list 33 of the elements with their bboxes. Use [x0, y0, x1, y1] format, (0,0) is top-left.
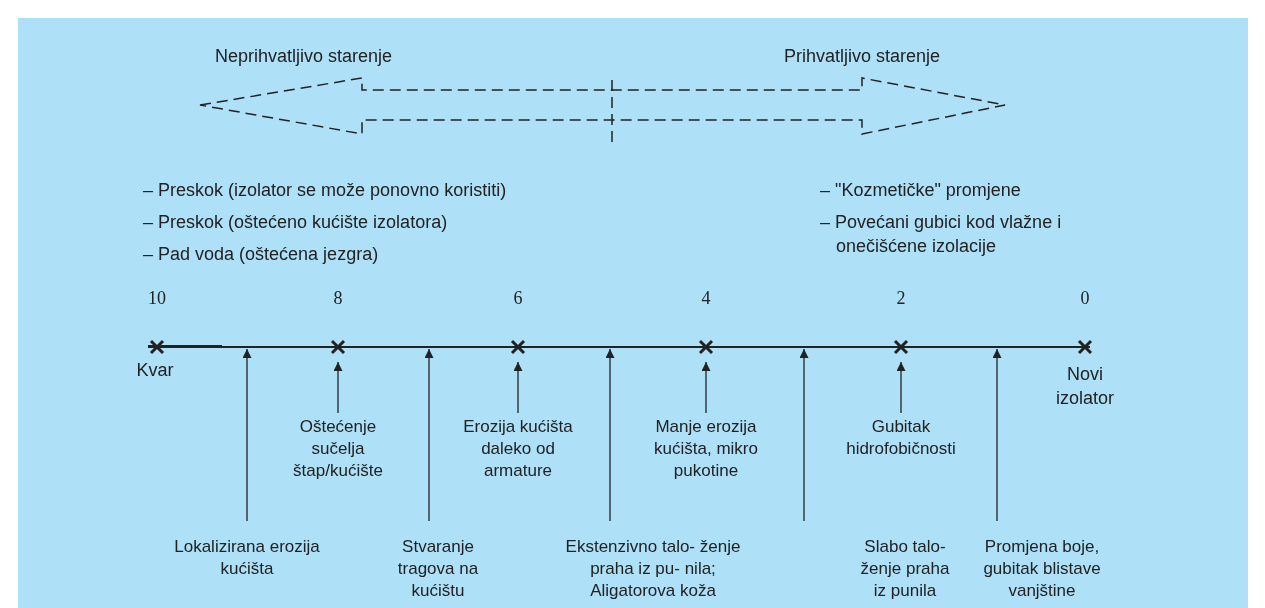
- description-text: Oštećenje sučelja štap/kućište: [278, 416, 398, 482]
- arrow: [701, 361, 711, 414]
- description-text: Erozija kućišta daleko od armature: [459, 416, 577, 482]
- arrow: [333, 361, 343, 414]
- arrow: [513, 361, 523, 414]
- scale-number: 0: [1080, 287, 1090, 310]
- list-item: – Pad voda (oštećena jezgra): [143, 243, 379, 266]
- arrow: [896, 361, 906, 414]
- list-item: – Povećani gubici kod vlažne i onečišćene izolacije: [820, 211, 1063, 258]
- arrow: [799, 348, 809, 522]
- arrow: [424, 348, 434, 522]
- description-text: Lokalizirana erozija kućišta: [172, 536, 322, 580]
- list-item: – "Kozmetičke" promjene: [820, 179, 1021, 202]
- scale-number: 8: [333, 287, 343, 310]
- scale-number: 4: [701, 287, 711, 310]
- arrow: [605, 348, 615, 522]
- arrow: [242, 348, 252, 522]
- heading: Neprihvatljivo starenje: [215, 45, 393, 68]
- description-text: Manje erozija kućišta, mikro pukotine: [635, 416, 777, 482]
- scale-number: 6: [513, 287, 523, 310]
- heading: Prihvatljivo starenje: [784, 45, 941, 68]
- description-text: Ekstenzivno talo- ženje praha iz pu- nila; Aligatorova koža: [562, 536, 744, 602]
- list-item: – Preskok (oštećeno kućište izolatora): [143, 211, 448, 234]
- scale-end-label: Novi izolator: [1055, 363, 1115, 410]
- scale-end-label: Kvar: [135, 359, 175, 382]
- description-text: Stvaranje tragova na kućištu: [386, 536, 490, 602]
- description-text: Gubitak hidrofobičnosti: [826, 416, 976, 460]
- list-item: – Preskok (izolator se može ponovno koristiti): [143, 179, 507, 202]
- arrow: [992, 348, 1002, 522]
- scale-number: 2: [896, 287, 906, 310]
- description-text: Slabo talo- ženje praha iz punila: [854, 536, 956, 602]
- description-text: Promjena boje, gubitak blistave vanjštine: [967, 536, 1117, 602]
- scale-number: 10: [148, 287, 166, 310]
